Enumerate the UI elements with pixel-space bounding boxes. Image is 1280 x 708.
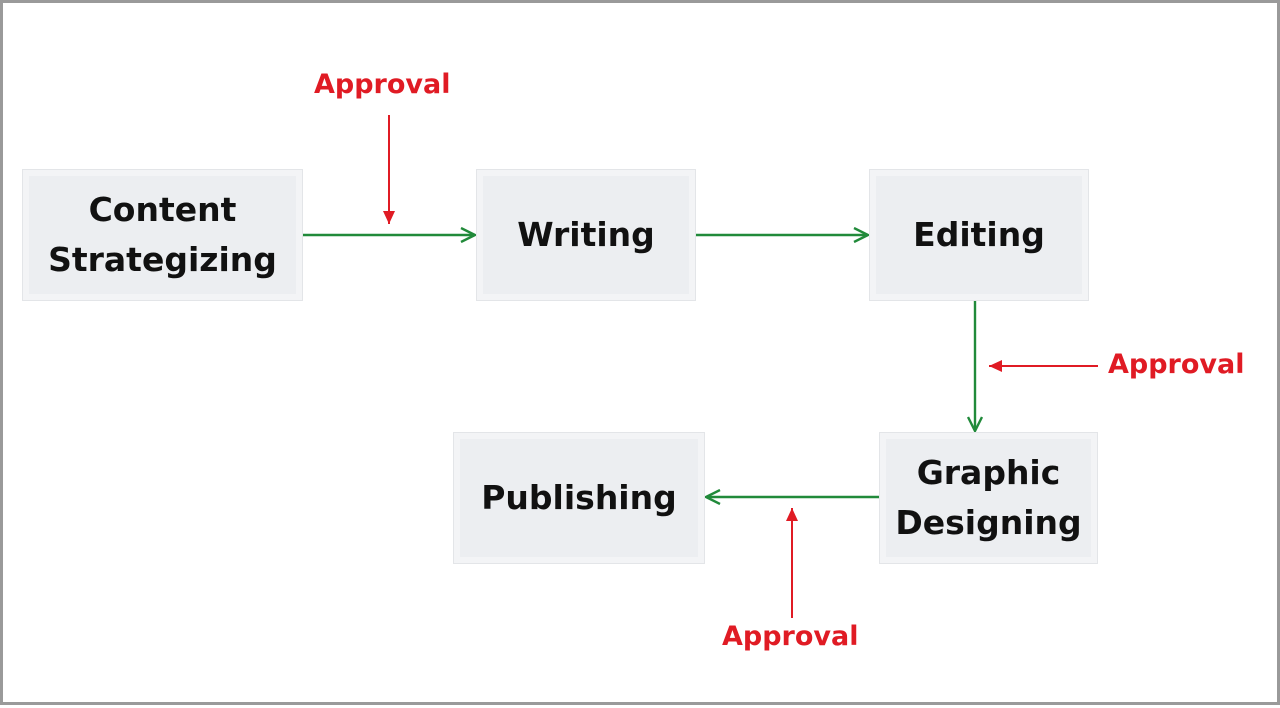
approval-label-1: Approval — [314, 69, 451, 100]
step-graphic-designing: Graphic Designing — [879, 432, 1098, 564]
approval-label-2: Approval — [1108, 349, 1245, 380]
step-publishing: Publishing — [453, 432, 705, 564]
approval-label-3: Approval — [722, 621, 859, 652]
step-editing: Editing — [869, 169, 1089, 301]
step-label: Publishing — [481, 478, 677, 517]
step-label: Writing — [517, 215, 655, 254]
step-content-strategizing: Content Strategizing — [22, 169, 303, 301]
arrows-layer — [303, 115, 1098, 618]
step-label: Content Strategizing — [48, 190, 277, 279]
step-label: Graphic Designing — [895, 453, 1082, 542]
step-writing: Writing — [476, 169, 696, 301]
step-label: Editing — [913, 215, 1045, 254]
